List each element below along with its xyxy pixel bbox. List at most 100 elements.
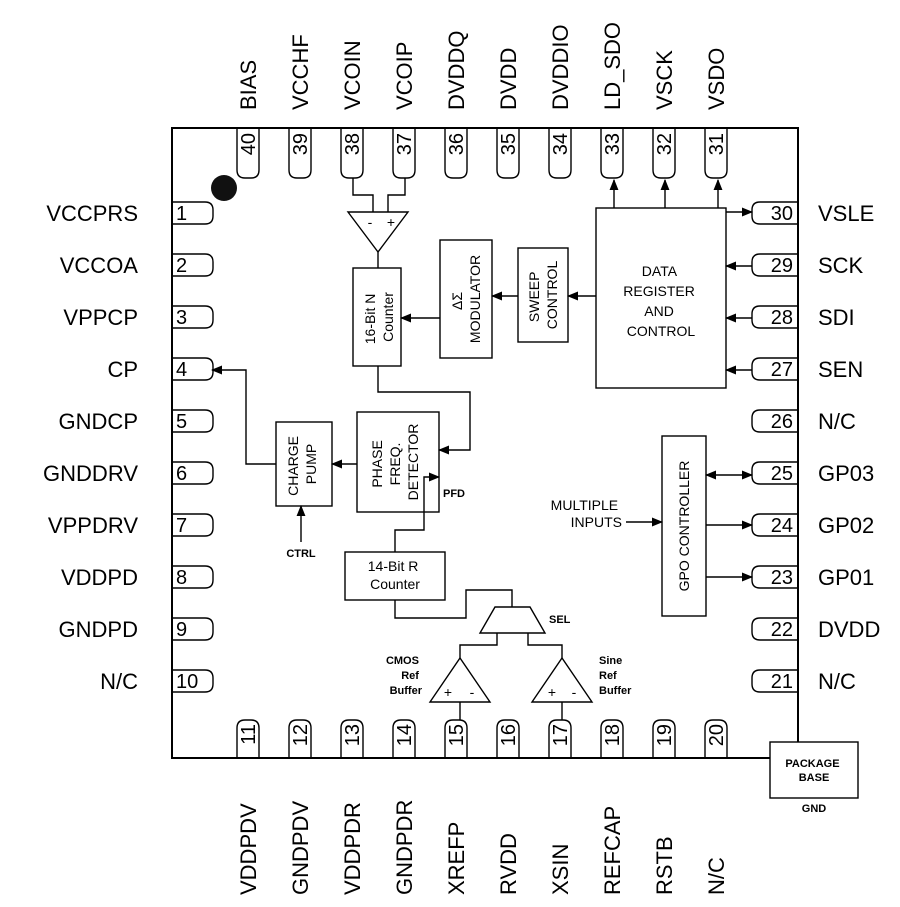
pin1-indicator-dot — [211, 175, 237, 201]
pin-number: 38 — [342, 133, 364, 155]
pin-number: 3 — [176, 307, 187, 329]
sine-ref-buffer: + - Sine Ref Buffer — [530, 655, 632, 703]
pin-number: 4 — [176, 359, 187, 381]
pin-number: 24 — [771, 515, 793, 537]
pin-name: VDDPDR — [340, 802, 365, 895]
pin-name: XREFP — [444, 822, 469, 895]
sweep-control-label: SWEEP CONTROL — [526, 261, 560, 330]
sine-buffer-minus: - — [572, 684, 577, 700]
pin-number: 11 — [238, 724, 260, 745]
pin-31: 31 VSDO — [704, 48, 729, 179]
pin-22: 22 DVDD — [751, 617, 880, 642]
sel-label: SEL — [549, 614, 571, 626]
pin-number: 2 — [176, 255, 187, 277]
pin-name: GP03 — [818, 461, 874, 486]
pin-name: VCCHF — [288, 34, 313, 110]
pin-number: 33 — [602, 133, 624, 155]
pin-number: 18 — [602, 724, 624, 746]
pin-name: N/C — [818, 409, 856, 434]
pin-name: DVDDQ — [444, 31, 469, 110]
pin-28: 28 SDI — [751, 305, 855, 330]
pin-number: 36 — [446, 133, 468, 155]
pfd-label: PHASE FREQ. DETECTOR — [369, 424, 421, 501]
r-counter-block: 14-Bit R Counter — [344, 551, 446, 601]
pin-name: VPPCP — [63, 305, 138, 330]
pin-number: 1 — [176, 203, 187, 225]
pin-name: REFCAP — [600, 806, 625, 895]
pin-number: 31 — [706, 133, 728, 155]
pin-24: 24 GP02 — [751, 513, 874, 538]
n-counter-label: 16-Bit N Counter — [362, 290, 396, 344]
data-register-block: DATA REGISTER AND CONTROL — [595, 207, 727, 389]
pin-name: XSIN — [548, 844, 573, 895]
pin-number: 16 — [498, 724, 520, 746]
cmos-buffer-plus: + — [444, 684, 452, 700]
pin-20: 20N/C — [704, 719, 729, 895]
charge-pump-label: CHARGE PUMP — [285, 432, 319, 496]
data-register-label: DATA REGISTER AND CONTROL — [623, 263, 698, 339]
pin-36: 36 DVDDQ — [444, 31, 469, 179]
pin-name: VSDO — [704, 48, 729, 110]
pin-name: CP — [107, 357, 138, 382]
pin-number: 15 — [446, 724, 468, 746]
pin-number: 37 — [394, 133, 416, 155]
vco-amplifier-plus: + — [387, 214, 395, 230]
pin-33: 33 LD_SDO — [600, 22, 625, 179]
sine-buffer-label: Sine Ref Buffer — [599, 655, 632, 697]
pin-name: SDI — [818, 305, 855, 330]
pin-number: 9 — [176, 619, 187, 641]
pin-name: DVDD — [818, 617, 880, 642]
pin-number: 14 — [394, 724, 416, 746]
chip-package-outline — [171, 127, 799, 759]
pin-number: 13 — [342, 724, 364, 746]
pin-name: VCOIN — [340, 40, 365, 110]
pin-number: 25 — [771, 463, 793, 485]
package-base: PACKAGE BASE GND — [769, 741, 859, 815]
pin-number: 22 — [771, 619, 793, 641]
pin-name: RVDD — [496, 833, 521, 895]
ref-select-mux: SEL — [478, 606, 571, 634]
pin-name: LD_SDO — [600, 22, 625, 110]
pin-number: 28 — [771, 307, 793, 329]
pin-name: GNDPDV — [288, 801, 313, 895]
pin-name: GP02 — [818, 513, 874, 538]
vco-amplifier-triangle — [346, 211, 410, 254]
pin-name: VPPDRV — [48, 513, 138, 538]
pin-number: 17 — [550, 724, 572, 746]
vco-amplifier-minus: - — [368, 214, 373, 230]
sweep-control-block: SWEEP CONTROL — [517, 247, 569, 343]
pin-number: 6 — [176, 463, 187, 485]
pin-name: RSTB — [652, 836, 677, 895]
pin-name: N/C — [704, 857, 729, 895]
pin-name: SCK — [818, 253, 864, 278]
pin-name: GNDPD — [59, 617, 138, 642]
pin-25: 25 GP03 — [751, 461, 874, 486]
modulator-block: ΔΣ MODULATOR — [439, 239, 493, 359]
charge-pump-block: CHARGE PUMP — [275, 421, 333, 507]
pin-number: 10 — [176, 671, 198, 693]
pin-number: 12 — [290, 724, 312, 746]
pin-number: 34 — [550, 133, 572, 155]
pin-4: 4 CP — [107, 357, 214, 382]
pin-number: 27 — [771, 359, 793, 381]
pin-number: 5 — [176, 411, 187, 433]
